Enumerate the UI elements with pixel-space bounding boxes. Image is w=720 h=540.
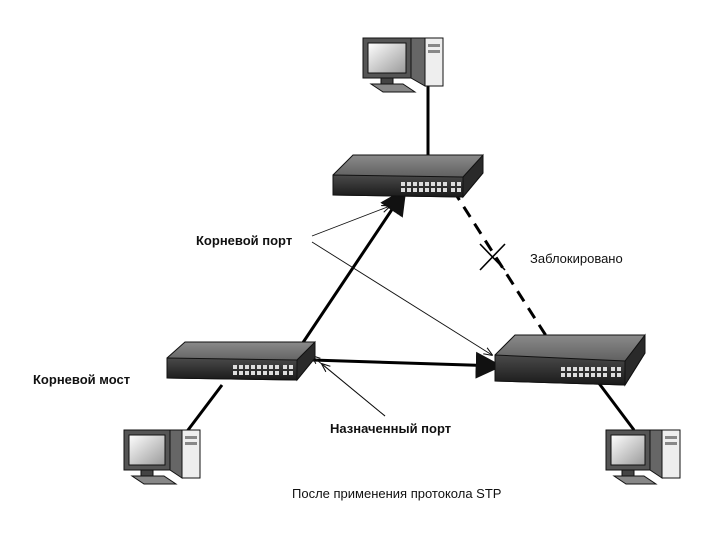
switch-right-icon (494, 333, 646, 387)
link-rootbridge-to-pc (180, 384, 224, 439)
diagram-caption: После применения протокола STP (292, 486, 502, 501)
switch-top-icon (332, 153, 484, 199)
computer-right-icon (605, 429, 681, 485)
pointer-rootport-top (311, 206, 390, 237)
computer-left-icon (123, 429, 201, 485)
blocked-label: Заблокировано (530, 251, 623, 266)
link-right-to-pc (596, 381, 636, 431)
designated-port-label: Назначенный порт (330, 421, 452, 436)
computer-top-icon (362, 37, 444, 93)
blocked-x-icon (479, 243, 506, 271)
root-port-label: Корневой порт (196, 233, 293, 248)
root-bridge-label: Корневой мост (33, 372, 131, 387)
pointer-designated-2 (322, 364, 386, 417)
switch-root-bridge-icon (166, 340, 316, 382)
link-rootbridge-to-top (296, 187, 407, 351)
link-rootbridge-to-right (311, 351, 503, 379)
pointer-rootport-right (311, 241, 492, 355)
